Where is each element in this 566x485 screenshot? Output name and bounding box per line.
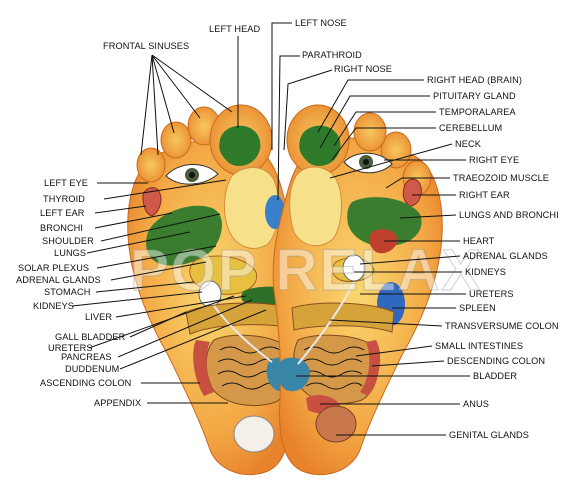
label-adrenal-glands-right: ADRENAL GLANDS: [463, 251, 548, 261]
label-ureters-left: URETERS: [48, 343, 93, 353]
label-kidneys-left: KIDNEYS: [33, 301, 74, 311]
left-genital-zone: [233, 415, 275, 453]
label-lungs: LUNGS: [54, 248, 86, 258]
leader-lines: [71, 22, 470, 436]
left-ureter: [213, 305, 273, 363]
label-left-nose: LEFT NOSE: [295, 18, 347, 28]
label-neck: NECK: [455, 139, 482, 149]
right-genital-zone: [315, 405, 357, 443]
label-right-eye: RIGHT EYE: [469, 155, 519, 165]
labels-right: RIGHT HEAD (BRAIN) PITUITARY GLAND TEMPO…: [427, 75, 559, 440]
left-lungs-zone: [146, 205, 222, 266]
label-transversume-colon: TRANSVERSUME COLON: [445, 321, 559, 331]
right-ear-zone: [402, 178, 422, 207]
label-duddenum: DUDDENUM: [65, 364, 119, 374]
left-toe-4: [160, 121, 192, 159]
label-left-head: LEFT HEAD: [209, 24, 261, 34]
label-ureters-right: URETERS: [469, 289, 514, 299]
right-toe-3: [353, 112, 387, 152]
label-right-head: RIGHT HEAD (BRAIN): [427, 75, 522, 85]
label-cerebellum: CEREBELLUM: [439, 123, 502, 133]
right-eye-pupil: [363, 159, 369, 165]
right-toe-4: [380, 131, 412, 169]
label-kidneys-right: KIDNEYS: [465, 267, 506, 277]
right-lungs-zone: [347, 197, 422, 247]
right-ureter: [297, 281, 355, 365]
label-bronchi: BRONCHI: [40, 223, 83, 233]
label-left-eye: LEFT EYE: [44, 178, 88, 188]
label-spleen: SPLEEN: [459, 303, 496, 313]
label-bladder: BLADDER: [473, 371, 517, 381]
label-pituitary-gland: PITUITARY GLAND: [433, 91, 516, 101]
label-stomach: STOMACH: [44, 287, 90, 297]
label-thyroid: THYROID: [43, 194, 85, 204]
label-right-ear: RIGHT EAR: [459, 190, 510, 200]
label-traeozoid-muscle: TRAEOZOID MUSCLE: [453, 173, 549, 183]
label-liver: LIVER: [85, 312, 112, 322]
label-ascending-colon: ASCENDING COLON: [40, 378, 131, 388]
label-adrenal-glands-left: ADRENAL GLANDS: [16, 275, 101, 285]
left-toe-5: [136, 147, 166, 183]
label-temporal-area: TEMPORALAREA: [439, 107, 517, 117]
label-gall-bladder: GALL BLADDER: [55, 332, 126, 342]
left-eye-pupil: [189, 172, 195, 178]
left-brain-zone: [219, 125, 261, 166]
right-intestine-folds: [301, 346, 365, 390]
label-lungs-bronchi: LUNGS AND BRONCHI: [459, 210, 559, 220]
right-foot: [272, 104, 443, 476]
label-descending-colon: DESCENDING COLON: [447, 356, 545, 366]
labels-top: FRONTAL SINUSES LEFT HEAD LEFT NOSE PARA…: [103, 18, 392, 74]
left-ascending-colon-zone: [193, 340, 214, 396]
label-right-nose: RIGHT NOSE: [334, 64, 392, 74]
label-left-ear: LEFT EAR: [40, 208, 85, 218]
label-pancreas: PANCREAS: [61, 352, 112, 362]
right-thyroid-zone: [289, 166, 342, 247]
label-genital-glands: GENITAL GLANDS: [449, 430, 529, 440]
label-shoulder: SHOULDER: [42, 236, 94, 246]
left-thyroid-zone: [224, 167, 280, 249]
label-parathroid: PARATHROID: [302, 50, 362, 60]
label-solar-plexus: SOLAR PLEXUS: [18, 263, 89, 273]
right-heart-zone: [369, 229, 398, 254]
right-descending-colon-zone: [360, 340, 381, 396]
label-frontal-sinuses: FRONTAL SINUSES: [103, 41, 189, 51]
label-anus: ANUS: [463, 399, 489, 409]
label-small-intestines: SMALL INTESTINES: [435, 341, 523, 351]
right-brain-zone: [299, 125, 341, 166]
labels-left: LEFT EYE THYROID LEFT EAR BRONCHI SHOULD…: [16, 178, 141, 408]
label-heart: HEART: [463, 236, 495, 246]
right-kidney-zone: [342, 254, 366, 282]
watermark: POP RELAX: [130, 238, 482, 303]
right-colon-zone: [291, 302, 395, 333]
left-intestine-folds: [217, 346, 281, 390]
left-ear-zone: [142, 187, 162, 217]
right-bladder-zone: [277, 357, 310, 392]
label-appendix: APPENDIX: [94, 398, 141, 408]
